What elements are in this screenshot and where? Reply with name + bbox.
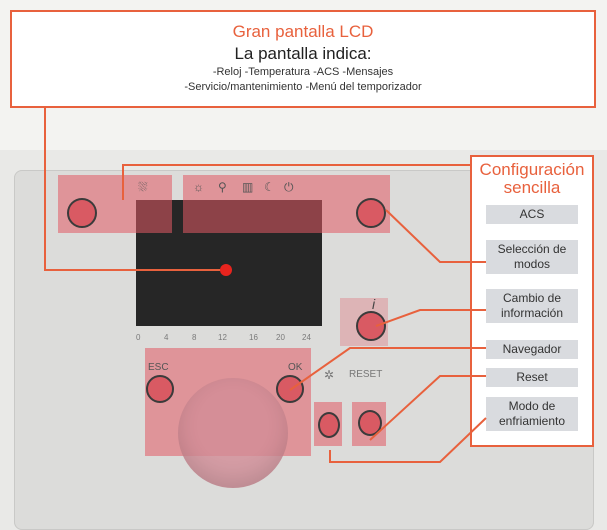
acs-connector	[122, 164, 470, 200]
scale-tick: 8	[192, 333, 197, 342]
callout-subtitle: La pantalla indica:	[234, 44, 372, 63]
label-info-change: Cambio de información	[486, 289, 578, 323]
cooling-connector	[329, 417, 487, 463]
lcd-callout: Gran pantalla LCD La pantalla indica: -R…	[10, 10, 596, 108]
label-reset: Reset	[486, 368, 578, 387]
tap-icon: ⚲	[218, 180, 227, 194]
radiator-icon: ▥	[242, 180, 254, 194]
callout-title: Gran pantalla LCD	[232, 22, 374, 41]
navigator-connector	[289, 347, 486, 391]
config-title: Configuración sencilla	[472, 161, 592, 197]
callout-line1: -Reloj -Temperatura -ACS -Mensajes	[212, 66, 394, 78]
scale-tick: 4	[164, 333, 169, 342]
label-cooling-mode: Modo de enfriamiento	[486, 397, 578, 431]
lcd-indicator-dot	[220, 264, 232, 276]
modes-highlight	[183, 175, 390, 233]
reset-connector	[369, 375, 486, 441]
label-navigator: Navegador	[486, 340, 578, 359]
power-icon: ⏻	[284, 180, 294, 194]
lcd-connector	[44, 108, 226, 271]
navigator-knob[interactable]	[178, 378, 288, 488]
acs-button[interactable]	[67, 198, 97, 228]
moon-icon: ☾	[264, 180, 275, 194]
scale-tick: 20	[276, 333, 285, 342]
info-connector	[375, 309, 486, 327]
info-button[interactable]	[356, 311, 386, 341]
sun-icon: ☼	[193, 180, 204, 194]
config-title-line1: Configuración	[479, 160, 585, 179]
info-label: i	[372, 296, 376, 312]
mode-selection-button[interactable]	[356, 198, 386, 228]
esc-label: ESC	[148, 362, 169, 373]
scale-tick: 0	[136, 333, 141, 342]
mode-connector	[385, 209, 486, 263]
reset-label: RESET	[349, 369, 383, 380]
scale-tick: 12	[218, 333, 227, 342]
connector-lines	[44, 108, 487, 463]
callout-line2: -Servicio/mantenimiento -Menú del tempor…	[184, 81, 422, 93]
label-acs: ACS	[486, 205, 578, 224]
label-mode-selection: Selección de modos	[486, 240, 578, 274]
ok-label: OK	[288, 362, 303, 373]
esc-button[interactable]	[146, 375, 174, 403]
gear-icon: ✲	[324, 368, 335, 382]
scale-tick: 16	[249, 333, 258, 342]
scale-tick: 24	[302, 333, 311, 342]
config-title-line2: sencilla	[503, 178, 561, 197]
shower-icon: ⛆	[138, 180, 148, 194]
cooling-button[interactable]	[318, 412, 340, 438]
